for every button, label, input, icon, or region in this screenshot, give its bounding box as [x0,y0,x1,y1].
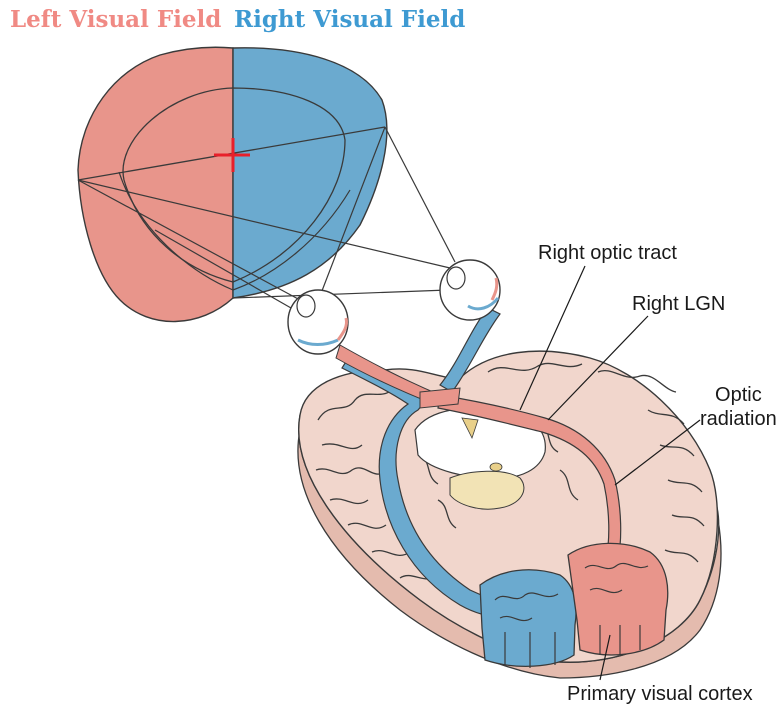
left-visual-field-title: Left Visual Field [10,6,221,33]
right-visual-field-title: Right Visual Field [234,6,465,33]
cortex-blue-block [480,570,576,667]
thalamus [450,471,524,509]
label-right-optic-tract: Right optic tract [538,241,677,265]
label-optic-radiation-line1: Optic [700,383,777,407]
cortex-red-block [568,543,668,655]
midbrain-nucleus [490,463,502,471]
label-optic-radiation-line2: radiation [700,407,777,431]
right-visual-field-area [233,48,387,298]
label-optic-radiation: Optic radiation [700,383,777,431]
visual-field [78,47,387,321]
eye-left-icon [288,290,348,354]
left-visual-field-area [78,47,233,321]
label-primary-visual-cortex: Primary visual cortex [567,682,753,706]
label-right-lgn: Right LGN [632,292,725,316]
eye-right-icon [440,260,500,320]
